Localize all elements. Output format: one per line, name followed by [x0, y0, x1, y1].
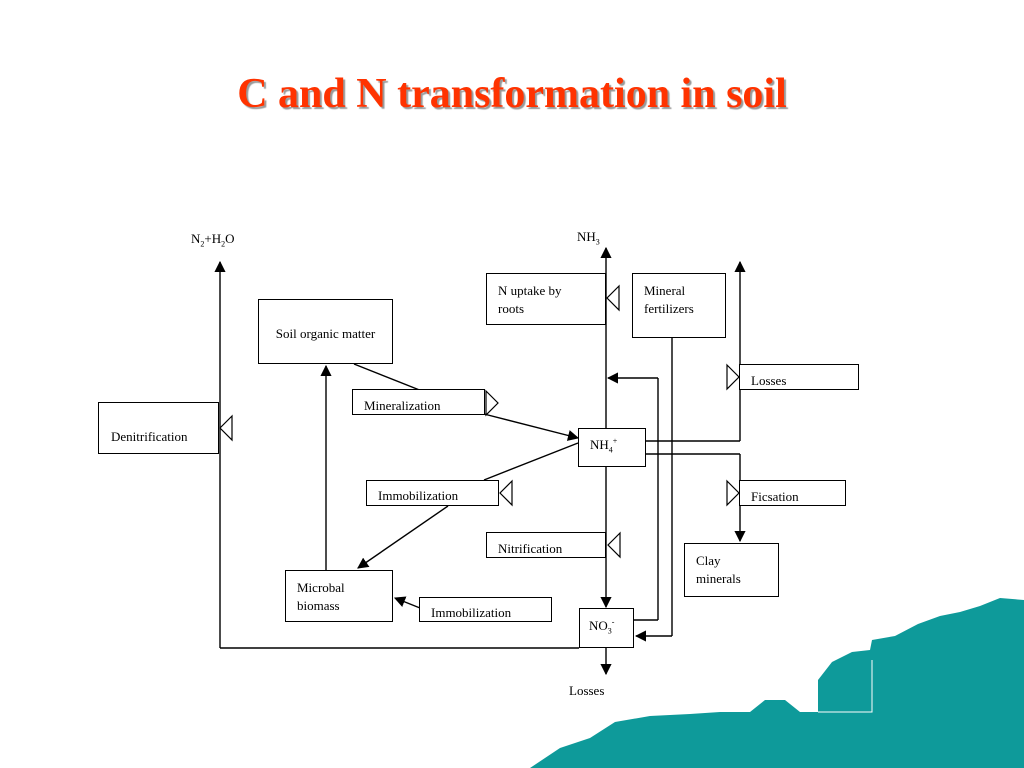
denitrification-box: Denitrification [98, 402, 219, 454]
soil-organic-matter-box: Soil organic matter [258, 299, 393, 364]
immobilization-lower-box: Immobilization [419, 597, 552, 622]
nitrification-label: Nitrification [498, 541, 563, 556]
nitrification-triangle-icon [607, 531, 621, 559]
mineral-fertilizers-box: Mineral fertilizers [632, 273, 726, 338]
ficsation-label: Ficsation [751, 489, 799, 504]
n-uptake-label: N uptake by roots [498, 283, 562, 316]
ficsation-triangle-icon [726, 479, 740, 507]
slide-title: C and N transformation in soil [237, 71, 787, 117]
nh3-label: NH3 [577, 229, 600, 247]
mineralization-triangle-icon [485, 389, 499, 417]
clay-minerals-box: Clay minerals [684, 543, 779, 597]
no3-immobilization-arrow [393, 596, 421, 609]
microbial-biomass-label: Microbal biomass [297, 580, 345, 613]
losses-box: Losses [739, 364, 859, 390]
bottom-losses-label: Losses [569, 683, 605, 698]
microbial-biomass-box: Microbal biomass [285, 570, 393, 622]
immobilization-upper-label: Immobilization [378, 488, 459, 503]
mineralization-label: Mineralization [364, 398, 441, 413]
immobilization-to-biomass-arrow [357, 505, 449, 569]
mineral-fertilizers-label: Mineral fertilizers [644, 283, 694, 316]
no3-label: NO3- [589, 617, 615, 636]
som-to-mineralization-line [353, 363, 423, 392]
no3-box: NO3- [579, 608, 634, 648]
immobilization-triangle-icon [499, 479, 513, 507]
losses-box-label: Losses [751, 373, 787, 388]
immobilization-upper-box: Immobilization [366, 480, 499, 506]
ficsation-box: Ficsation [739, 480, 846, 506]
n2-h2o-label: N2+H2O [191, 231, 235, 249]
denitrification-label: Denitrification [111, 429, 188, 444]
nh4-box: NH4+ [578, 428, 646, 467]
n-uptake-box: N uptake by roots [486, 273, 606, 325]
clay-minerals-label: Clay minerals [696, 553, 741, 586]
nh4-label: NH4+ [590, 436, 618, 455]
soil-organic-matter-label: Soil organic matter [275, 326, 376, 341]
immobilization-lower-label: Immobilization [431, 605, 512, 620]
nitrification-box: Nitrification [486, 532, 606, 558]
losses-triangle-icon [726, 363, 740, 391]
mineralization-box: Mineralization [352, 389, 485, 415]
denitrification-triangle-icon [219, 414, 233, 442]
mineralization-to-nh4-arrow [483, 413, 580, 441]
n-uptake-triangle-icon [606, 284, 620, 312]
nh4-to-immobilization-line [483, 442, 579, 481]
